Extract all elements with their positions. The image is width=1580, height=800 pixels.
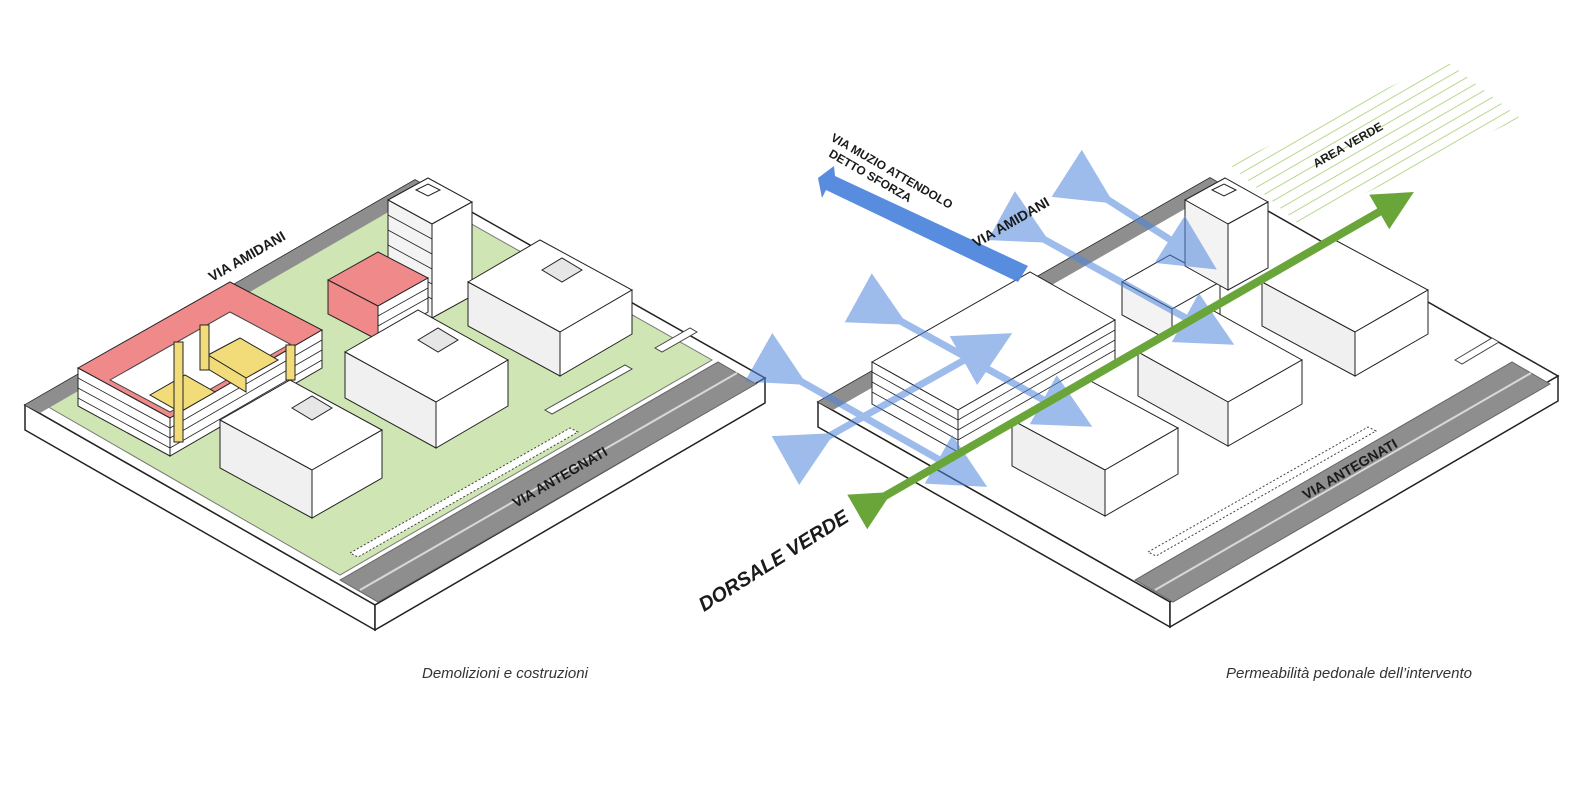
left-parking-strip <box>348 427 580 558</box>
right-label-via-amidani: VIA AMIDANI <box>970 194 1053 251</box>
left-road-lane <box>359 372 738 591</box>
left-parking-strip <box>653 327 699 353</box>
caption-left: Demolizioni e costruzioni <box>422 665 589 682</box>
left-axonometric: VIA AMIDANI VIA ANTEGNATI <box>23 177 767 632</box>
label-dorsale-verde: DORSALE VERDE <box>695 506 853 616</box>
right-parking-strip <box>1454 337 1500 365</box>
left-new-construction <box>148 324 296 443</box>
left-existing-block <box>218 379 384 519</box>
right-green-area-hatch <box>1230 60 1520 225</box>
left-existing-block <box>343 309 510 449</box>
right-axonometric: AREA VERDE <box>744 60 1560 629</box>
left-parking-strip <box>543 364 634 415</box>
left-demolition-block-small <box>326 251 430 341</box>
caption-right: Permeabilità pedonale dell’intervento <box>1226 665 1472 682</box>
right-tower <box>1183 177 1270 291</box>
right-green-spine-arrow <box>847 192 1414 530</box>
left-existing-block <box>466 239 634 377</box>
